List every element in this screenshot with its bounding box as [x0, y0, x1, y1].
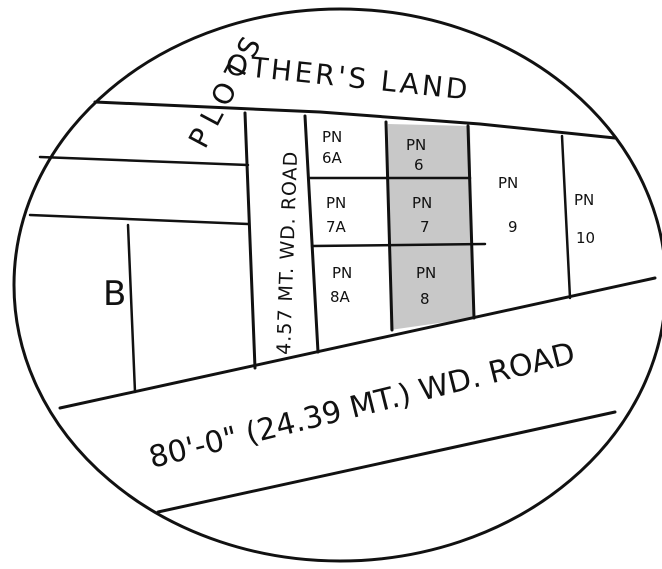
- shaded-subject-plots: [388, 124, 474, 330]
- plot-pn-7: PN 7: [412, 194, 432, 236]
- plot-pn-6: PN 6: [406, 136, 426, 174]
- svg-text:PN: PN: [416, 264, 436, 282]
- svg-text:6: 6: [414, 156, 424, 174]
- plot-row-line-2: [310, 242, 487, 248]
- plot-column-line-3: [560, 134, 572, 300]
- side-road-left-edge: [243, 111, 257, 370]
- main-road-label: 80'-0" (24.39 MT.) WD. ROAD: [145, 336, 578, 476]
- svg-text:PN: PN: [322, 128, 342, 146]
- north-boundary-line: [93, 100, 617, 140]
- side-road-right-edge: [303, 114, 320, 354]
- plot-pn-7a: PN 7A: [326, 194, 347, 236]
- plot-pn-8a: PN 8A: [330, 264, 352, 306]
- svg-text:9: 9: [508, 218, 518, 236]
- main-road-north-edge: [58, 276, 657, 410]
- plot-pn-8: PN 8: [416, 264, 436, 308]
- svg-text:PN: PN: [574, 191, 594, 209]
- plots-label: PLOTS: [182, 24, 271, 153]
- left-plot-line-2: [28, 213, 250, 226]
- svg-text:PN: PN: [406, 136, 426, 154]
- left-plot-line-1: [38, 155, 250, 167]
- plot-b-divider: [126, 223, 137, 394]
- plot-column-line-1: [384, 120, 394, 332]
- plot-pn-9: PN 9: [498, 174, 518, 236]
- svg-text:PN: PN: [326, 194, 346, 212]
- svg-text:PN: PN: [412, 194, 432, 212]
- svg-text:8: 8: [420, 290, 430, 308]
- svg-text:7: 7: [420, 218, 430, 236]
- svg-text:PN: PN: [332, 264, 352, 282]
- svg-text:6A: 6A: [322, 149, 343, 167]
- plot-pn-10: PN 10: [574, 191, 595, 247]
- svg-text:10: 10: [576, 229, 595, 247]
- boundary-circle: [12, 7, 662, 563]
- svg-text:8A: 8A: [330, 288, 351, 306]
- plot-pn-6a: PN 6A: [322, 128, 343, 167]
- svg-text:7A: 7A: [326, 218, 347, 236]
- main-road-south-edge: [156, 410, 617, 514]
- plot-column-line-2: [466, 124, 476, 320]
- side-road-label: 4.57 MT. WD. ROAD: [273, 150, 302, 355]
- svg-text:PN: PN: [498, 174, 518, 192]
- plot-b-label: B: [103, 274, 126, 314]
